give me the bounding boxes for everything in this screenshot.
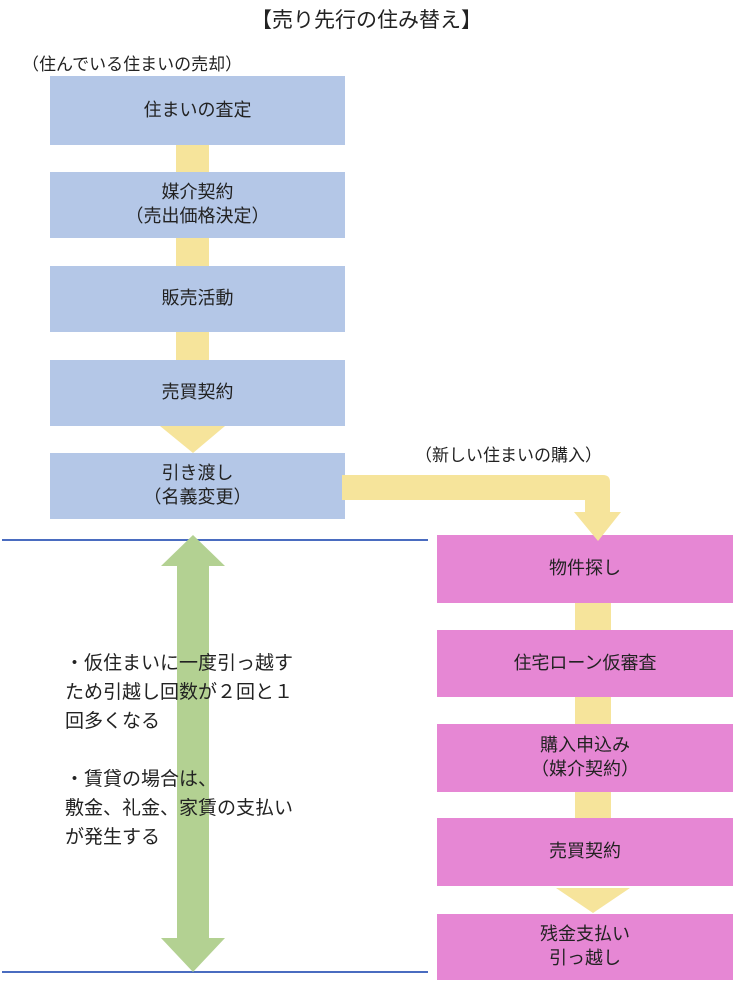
note-line: ・仮住まいに一度引っ越す [65, 652, 294, 674]
temporary-housing-notes: ・仮住まいに一度引っ越す ため引越し回数が２回と１ 回多くなる ・賃貸の場合は、… [65, 649, 375, 852]
purchase-step-sales-contract: 売買契約 [437, 818, 733, 886]
step-sublabel: （名義変更） [143, 487, 252, 508]
purchase-step-application: 購入申込み （媒介契約） [437, 724, 733, 792]
step-label: 売買契約 [549, 841, 621, 862]
sale-step-brokerage-contract: 媒介契約 （売出価格決定） [50, 172, 345, 238]
note-line: ため引越し回数が２回と１ [65, 681, 294, 703]
purchase-arrowhead [556, 888, 630, 913]
purchase-connector [575, 603, 611, 630]
sale-connector [176, 145, 209, 172]
step-label: 残金支払い [540, 924, 630, 945]
purchase-step-final-payment: 残金支払い 引っ越し [437, 914, 733, 980]
step-sublabel: （媒介契約） [531, 759, 639, 780]
sale-arrowhead [160, 426, 225, 453]
note-line: 敷金、礼金、家賃の支払い [65, 797, 294, 819]
purchase-connector [575, 792, 611, 818]
note-line: 回多くなる [65, 710, 161, 732]
purchase-step-loan-prescreen: 住宅ローン仮審査 [437, 630, 733, 697]
temporary-housing-period-arrow [161, 535, 225, 972]
sale-step-sales-contract: 売買契約 [50, 360, 345, 426]
purchase-connector [575, 697, 611, 724]
step-sublabel: （売出価格決定） [125, 206, 270, 227]
step-label: 引き渡し [161, 463, 234, 484]
diagram-title: 【売り先行の住み替え】 [251, 8, 482, 32]
sale-connector [176, 238, 209, 266]
step-label: 売買契約 [161, 382, 234, 403]
step-sublabel: 引っ越し [549, 948, 621, 969]
sale-section-label: （住んでいる住まいの売却） [22, 55, 243, 75]
elbow-connector-arrow [342, 475, 621, 541]
sale-connector [176, 332, 209, 360]
note-line: ・賃貸の場合は、 [65, 768, 218, 790]
purchase-step-property-search: 物件探し [437, 535, 733, 603]
sale-step-marketing: 販売活動 [50, 266, 345, 332]
purchase-section-label: （新しい住まいの購入） [415, 446, 602, 466]
step-label: 購入申込み [540, 735, 630, 756]
step-label: 住宅ローン仮審査 [513, 652, 657, 674]
step-label: 物件探し [549, 558, 621, 579]
note-line: が発生する [65, 826, 161, 848]
step-label: 媒介契約 [161, 182, 234, 203]
step-label: 販売活動 [161, 288, 234, 309]
sale-step-handover: 引き渡し （名義変更） [50, 453, 345, 519]
sale-step-appraisal: 住まいの査定 [50, 76, 345, 145]
step-label: 住まいの査定 [143, 99, 252, 121]
